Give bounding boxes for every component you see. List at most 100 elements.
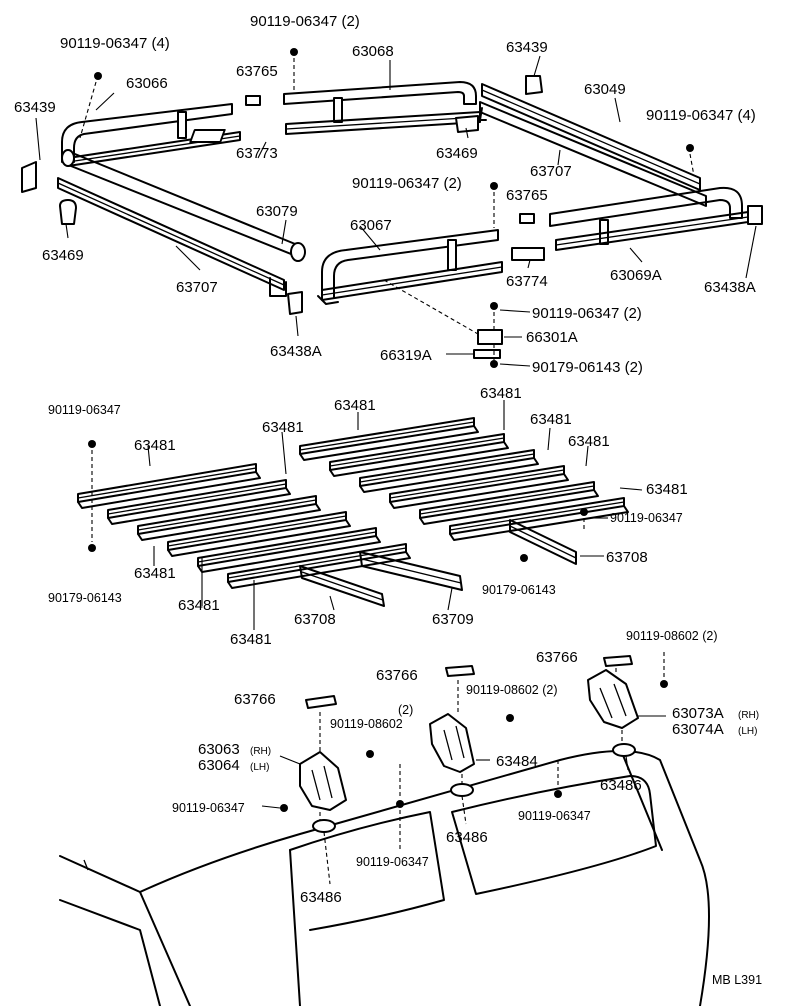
bolt-icon xyxy=(520,554,528,562)
label-63481-a: 63481 xyxy=(480,385,522,402)
member-63709 xyxy=(359,551,463,591)
pad-63486-right xyxy=(612,743,636,757)
label-63481-d: 63481 xyxy=(262,419,304,436)
diagram-reference-code: MB L391 xyxy=(712,973,762,987)
slat-63481 xyxy=(107,479,291,525)
cap-63438A-right xyxy=(747,205,763,225)
rail-63707-left xyxy=(57,177,287,297)
label-63049: 63049 xyxy=(584,81,626,98)
label-63766-mid: 63766 xyxy=(376,667,418,684)
label-90119-06347-2-top: 90119-06347 (2) xyxy=(250,13,360,30)
label-63707-right: 63707 xyxy=(530,163,572,180)
bracket-63765-left xyxy=(245,95,261,106)
label-90119-06347-mid-right: 90119-06347 xyxy=(610,511,683,525)
rail-63067 xyxy=(317,229,503,305)
bolt-icon xyxy=(290,48,298,56)
label-90119-06347-bottom-mid: 90119-06347 xyxy=(356,855,429,869)
label-90119-06347-bottom-left: 90119-06347 xyxy=(172,801,245,815)
label-90119-06347-mid-left: 90119-06347 xyxy=(48,403,121,417)
rail-63069A xyxy=(549,186,749,251)
slats-right xyxy=(299,417,629,541)
label-63438A-right: 63438A xyxy=(704,279,756,296)
label-63069A: 63069A xyxy=(610,267,662,284)
label-90179-06143-left: 90179-06143 xyxy=(48,591,122,605)
roof-outline xyxy=(59,750,710,1006)
label-lh-left: (LH) xyxy=(250,762,269,773)
bolt-icon xyxy=(94,72,102,80)
label-63773: 63773 xyxy=(236,145,278,162)
label-63486-left: 63486 xyxy=(300,889,342,906)
bracket-63773 xyxy=(189,129,226,143)
label-90179-06143-2: 90179-06143 (2) xyxy=(532,359,643,376)
bolt-icon xyxy=(660,680,668,688)
label-63766-right: 63766 xyxy=(536,649,578,666)
tube-63079 xyxy=(61,149,306,262)
label-63765-right: 63765 xyxy=(506,187,548,204)
bolt-icon xyxy=(88,440,96,448)
label-63486-right: 63486 xyxy=(600,777,642,794)
label-63067: 63067 xyxy=(350,217,392,234)
slat-63481 xyxy=(227,543,411,589)
label-63074A: 63074A xyxy=(672,721,724,738)
label-90119-06347-4-right: 90119-06347 (4) xyxy=(646,107,756,124)
label-lh-right: (LH) xyxy=(738,726,757,737)
pad-63486-mid xyxy=(450,783,474,797)
label-90119-06347-bottom-right: 90119-06347 xyxy=(518,809,591,823)
bracket-63774 xyxy=(511,247,545,261)
label-63064: 63064 xyxy=(198,757,240,774)
label-63481-f: 63481 xyxy=(134,437,176,454)
label-90119-06347-4-left: 90119-06347 (4) xyxy=(60,35,170,52)
label-63438A-left: 63438A xyxy=(270,343,322,360)
bolt-icon xyxy=(506,714,514,722)
label-63481-e: 63481 xyxy=(568,433,610,450)
label-63765-left: 63765 xyxy=(236,63,278,80)
rail-63049 xyxy=(479,83,707,207)
bolt-icon xyxy=(396,800,404,808)
label-63469-left: 63469 xyxy=(42,247,84,264)
slat-63481 xyxy=(359,449,539,493)
member-63708-left xyxy=(299,565,385,607)
label-90179-06143-right: 90179-06143 xyxy=(482,583,556,597)
slat-63481 xyxy=(299,417,479,461)
bolt-icon xyxy=(580,508,588,516)
label-rh-left: (RH) xyxy=(250,746,271,757)
label-63481-j: 63481 xyxy=(230,631,272,648)
label-90119-08602-2-mid: 90119-08602 (2) xyxy=(466,683,558,697)
bracket-63484 xyxy=(429,713,475,773)
label-63079: 63079 xyxy=(256,203,298,220)
plate-66319A xyxy=(473,349,501,359)
bolt-icon xyxy=(366,750,374,758)
label-63484: 63484 xyxy=(496,753,538,770)
part-labels: 90119-06347 (2) 63068 63439 90119-06347 … xyxy=(14,13,762,987)
bolt-icon xyxy=(490,360,498,368)
bracket-66301A xyxy=(477,329,503,345)
label-63439-left: 63439 xyxy=(14,99,56,116)
clip-63469-center xyxy=(455,115,479,133)
pad-63766-left xyxy=(305,695,337,709)
label-90119-06347-2-mid: 90119-06347 (2) xyxy=(352,175,462,192)
slat-63481 xyxy=(197,527,381,573)
slat-group xyxy=(77,400,643,630)
label-rh-right: (RH) xyxy=(738,710,759,721)
label-63073A: 63073A xyxy=(672,705,724,722)
label-63774: 63774 xyxy=(506,273,548,290)
bracket-63073A xyxy=(587,669,639,729)
label-63766-left: 63766 xyxy=(234,691,276,708)
label-63066: 63066 xyxy=(126,75,168,92)
rack-frame-group xyxy=(21,48,763,368)
member-63708-right xyxy=(509,519,577,565)
bracket-63063 xyxy=(299,751,347,811)
label-63709: 63709 xyxy=(432,611,474,628)
label-66319A: 66319A xyxy=(380,347,432,364)
slat-63481 xyxy=(449,497,629,541)
cap-63439-right xyxy=(525,75,543,95)
label-63481-i: 63481 xyxy=(178,597,220,614)
pad-63766-mid xyxy=(445,665,475,677)
bolt-icon xyxy=(88,544,96,552)
cap-63439-left xyxy=(21,161,37,193)
rail-63068 xyxy=(283,81,481,135)
label-63481-b: 63481 xyxy=(334,397,376,414)
bolt-icon xyxy=(490,302,498,310)
mounting-group xyxy=(59,652,710,1006)
label-90119-08602-2-right: 90119-08602 (2) xyxy=(626,629,718,643)
